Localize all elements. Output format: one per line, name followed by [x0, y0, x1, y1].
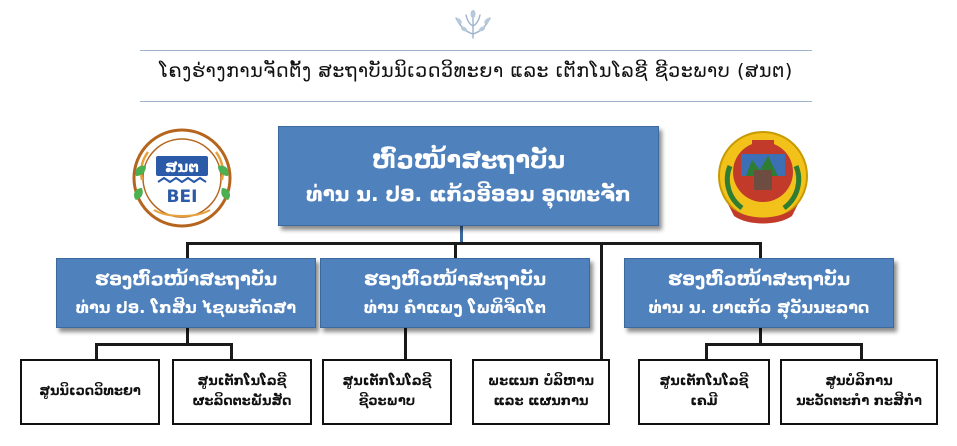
unit-label-2: ຜະລິດຕະພັນສັດ — [192, 394, 292, 409]
deputy-title: ຮອງຫົວໜ້າສະຖາບັນ — [363, 268, 547, 290]
unit-box-animal-products: ສູນເຕັກໂນໂລຊີ ຜະລິດຕະພັນສັດ — [172, 359, 312, 425]
deputy-name: ທ່ານ ນ. ບາແກ້ວ ສຸວັນນະລາດ — [648, 298, 870, 318]
unit-box-agri-innovation: ສູນບໍລິການ ນະວັດຕະກໍາ ກະສິກໍາ — [780, 359, 938, 425]
unit-label: ສູນເຕັກໂນໂລຊີ — [342, 373, 432, 389]
connector-deputy-1-down — [186, 328, 189, 345]
unit-box-administration: ພະແນກ ບໍລິຫານ ແລະ ແຜນການ — [472, 359, 610, 425]
connector-unit-5 — [705, 343, 708, 359]
head-name: ທ່ານ ນ. ປອ. ແກ້ວອີອອນ ອຸດທະຈັກ — [306, 182, 631, 207]
unit-label: ສູນເຕັກໂນໂລຊີ — [659, 373, 749, 389]
connector-to-deputy-3 — [759, 242, 762, 258]
unit-box-chemistry: ສູນເຕັກໂນໂລຊີ ເຄມີ — [638, 359, 770, 425]
connector-unit-2 — [230, 343, 233, 359]
connector-deputy-3-down — [759, 328, 762, 345]
floral-ornament-icon — [455, 10, 491, 39]
connector-main-horizontal — [186, 242, 762, 245]
unit-box-biotechnology: ສູນເຕັກໂນໂລຊີ ຊີວະພາບ — [322, 359, 452, 425]
national-emblem-icon — [718, 131, 808, 224]
unit-label: ສູນນິເວດວິທະຍາ — [39, 383, 141, 399]
head-of-institute-box: ຫົວໜ້າສະຖາບັນ ທ່ານ ນ. ປອ. ແກ້ວອີອອນ ອຸດທ… — [278, 126, 659, 226]
connector-unit-6 — [860, 343, 863, 359]
page-title: ໂຄງຮ່າງການຈັດຕັ້ງ ສະຖາບັນນິເວດວິທະຍາ ແລະ… — [159, 60, 793, 82]
unit-label-2: ແລະ ແຜນການ — [493, 394, 589, 409]
connector-head-down — [460, 226, 463, 244]
deputy-title: ຮອງຫົວໜ້າສະຖາບັນ — [667, 268, 851, 290]
bei-logo-icon: ສນຕ BEI — [132, 128, 232, 228]
connector-to-deputy-2 — [454, 242, 457, 258]
deputy-box-1: ຮອງຫົວໜ້າສະຖາບັນ ທ່ານ ປອ. ໂກສິນ ໄຊພະກັດສ… — [56, 258, 316, 328]
svg-text:ສນຕ: ສນຕ — [165, 158, 199, 176]
header-rule-top — [140, 50, 812, 51]
deputy-title: ຮອງຫົວໜ້າສະຖາບັນ — [94, 268, 278, 290]
unit-label: ສູນເຕັກໂນໂລຊີ — [197, 373, 287, 389]
unit-label: ພະແນກ ບໍລິຫານ — [488, 373, 594, 389]
unit-label-2: ຊີວະພາບ — [358, 394, 416, 409]
unit-label-2: ເຄມີ — [690, 394, 718, 409]
connector-unit-1 — [95, 343, 98, 359]
connector-to-deputy-1 — [186, 242, 189, 258]
deputy-box-3: ຮອງຫົວໜ້າສະຖາບັນ ທ່ານ ນ. ບາແກ້ວ ສຸວັນນະລ… — [624, 258, 894, 328]
connector-deputy-1-branch — [95, 343, 233, 346]
unit-label-2: ນະວັດຕະກໍາ ກະສິກໍາ — [796, 394, 922, 409]
connector-to-admin-dept — [600, 242, 603, 359]
deputy-name: ທ່ານ ຄໍາແພງ ໂພທິຈິດໂຕ — [363, 298, 547, 318]
header-rule-bottom — [140, 101, 812, 102]
connector-unit-3 — [404, 328, 407, 359]
unit-label: ສູນບໍລິການ — [825, 373, 893, 389]
deputy-name: ທ່ານ ປອ. ໂກສິນ ໄຊພະກັດສາ — [75, 298, 297, 318]
head-title: ຫົວໜ້າສະຖາບັນ — [371, 145, 566, 174]
svg-text:BEI: BEI — [167, 187, 198, 207]
deputy-box-2: ຮອງຫົວໜ້າສະຖາບັນ ທ່ານ ຄໍາແພງ ໂພທິຈິດໂຕ — [320, 258, 590, 328]
unit-box-ecology: ສູນນິເວດວິທະຍາ — [20, 359, 160, 425]
connector-deputy-3-branch — [705, 343, 863, 346]
